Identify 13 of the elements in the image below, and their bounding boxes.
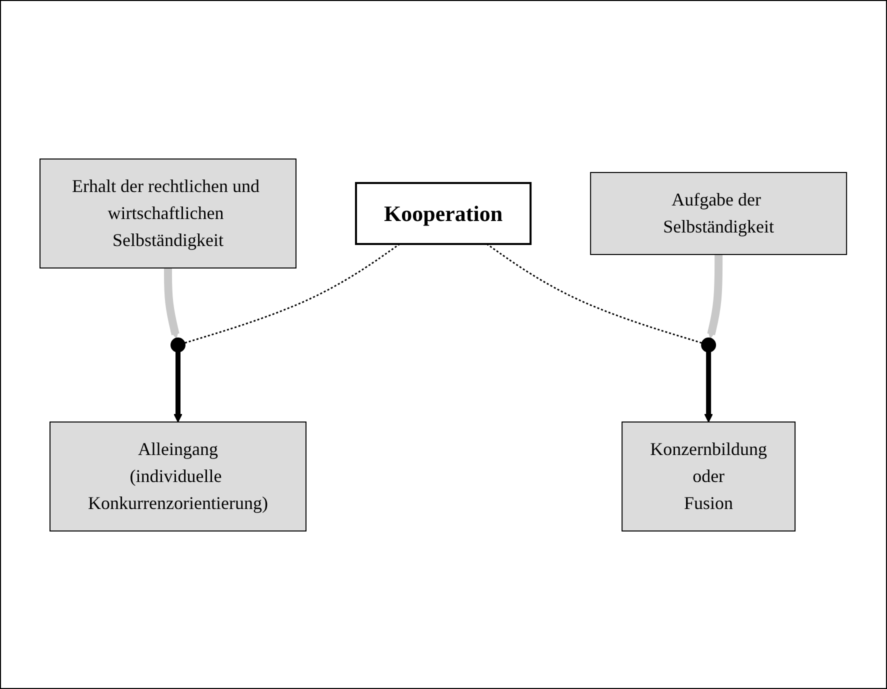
arrow	[707, 254, 723, 338]
arrow	[704, 352, 714, 422]
connector	[486, 242, 702, 344]
node-box: Kooperation	[355, 182, 532, 244]
node-box: Aufgabe der Selbständigkeit	[590, 172, 848, 254]
arrow	[174, 352, 183, 422]
connector	[184, 242, 400, 344]
node-box: Erhalt der rechtlichen und wirtschaftlichen Selbständigkeit	[40, 158, 297, 268]
node-circle	[701, 337, 716, 352]
node-box: Alleingang (individuelle Konkurrenzorientierung)	[50, 421, 307, 531]
node-box: Konzernbildung oder Fusion	[622, 421, 796, 531]
node-circle	[170, 337, 186, 352]
arrow	[164, 268, 180, 338]
